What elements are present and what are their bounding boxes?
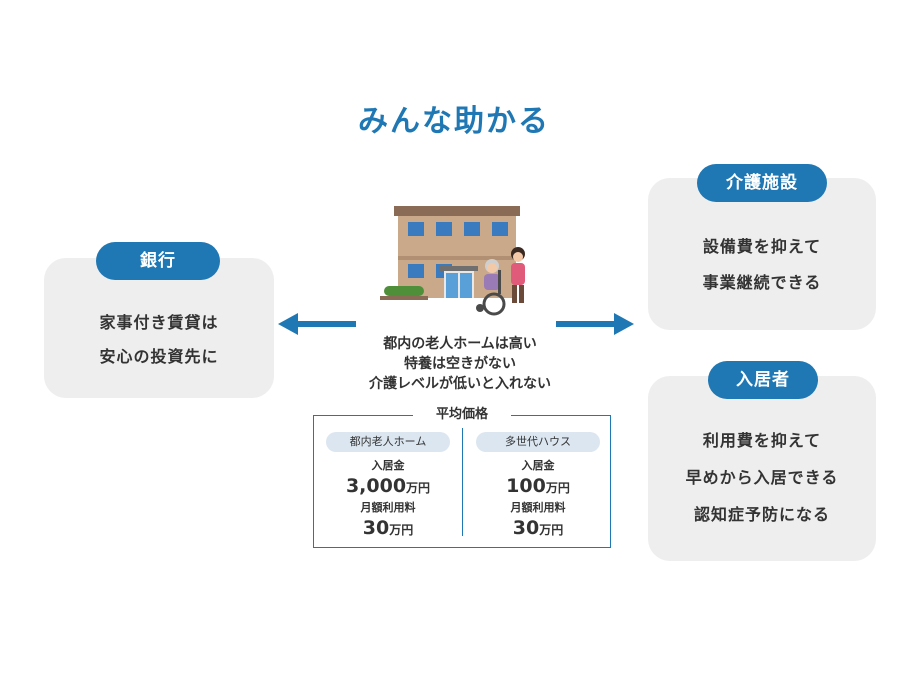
price-left-monthly-label: 月額利用料	[360, 501, 416, 514]
price-right-monthly-value: 30	[512, 517, 540, 539]
price-left-entry-value: 3,000	[345, 475, 407, 497]
price-right-monthly: 30万円	[468, 516, 608, 542]
resident-card: 利用費を抑えて 早めから入居できる 認知症予防になる	[648, 376, 876, 561]
facility-line-2: 事業継続できる	[702, 273, 822, 292]
care-home-illustration	[380, 206, 525, 316]
bank-line-2: 安心の投資先に	[99, 347, 219, 366]
price-left-monthly-unit: 万円	[389, 523, 414, 537]
resident-line-1: 利用費を抑えて	[702, 431, 822, 450]
center-line-1: 都内の老人ホームは高い	[383, 336, 537, 352]
bank-badge: 銀行	[96, 242, 220, 280]
price-divider	[462, 428, 463, 536]
resident-line-2: 早めから入居できる	[685, 468, 839, 487]
center-line-3: 介護レベルが低いと入れない	[369, 376, 551, 392]
price-title: 平均価格	[413, 405, 511, 425]
price-right-entry: 100万円	[468, 474, 608, 500]
price-left-monthly: 30万円	[318, 516, 458, 542]
facility-card: 設備費を抑えて 事業継続できる	[648, 178, 876, 330]
price-left-name: 都内老人ホーム	[326, 432, 450, 452]
price-left-monthly-value: 30	[362, 517, 390, 539]
price-right-entry-value: 100	[506, 475, 546, 497]
price-right-name: 多世代ハウス	[476, 432, 600, 452]
facility-badge: 介護施設	[697, 164, 827, 202]
page-title: みんな助かる	[358, 104, 550, 139]
center-line-2: 特養は空きがない	[404, 356, 516, 372]
price-right-entry-unit: 万円	[545, 481, 570, 495]
price-right-monthly-unit: 万円	[539, 523, 564, 537]
price-right-monthly-label: 月額利用料	[510, 501, 566, 514]
price-left-entry-unit: 万円	[406, 481, 431, 495]
price-right-entry-label: 入居金	[521, 459, 555, 472]
resident-line-3: 認知症予防になる	[693, 505, 830, 524]
price-left-entry-label: 入居金	[371, 459, 405, 472]
facility-line-1: 設備費を抑えて	[702, 237, 822, 256]
price-col-right: 多世代ハウス 入居金 100万円 月額利用料 30万円	[468, 432, 608, 542]
center-description: 都内の老人ホームは高い 特養は空きがない 介護レベルが低いと入れない	[300, 334, 620, 394]
price-left-entry: 3,000万円	[318, 474, 458, 500]
bank-line-1: 家事付き賃貸は	[99, 313, 219, 332]
bank-card: 家事付き賃貸は 安心の投資先に	[44, 258, 274, 398]
resident-badge: 入居者	[708, 361, 818, 399]
right-arrow-icon	[556, 313, 634, 335]
price-col-left: 都内老人ホーム 入居金 3,000万円 月額利用料 30万円	[318, 432, 458, 542]
left-arrow-icon	[278, 313, 356, 335]
